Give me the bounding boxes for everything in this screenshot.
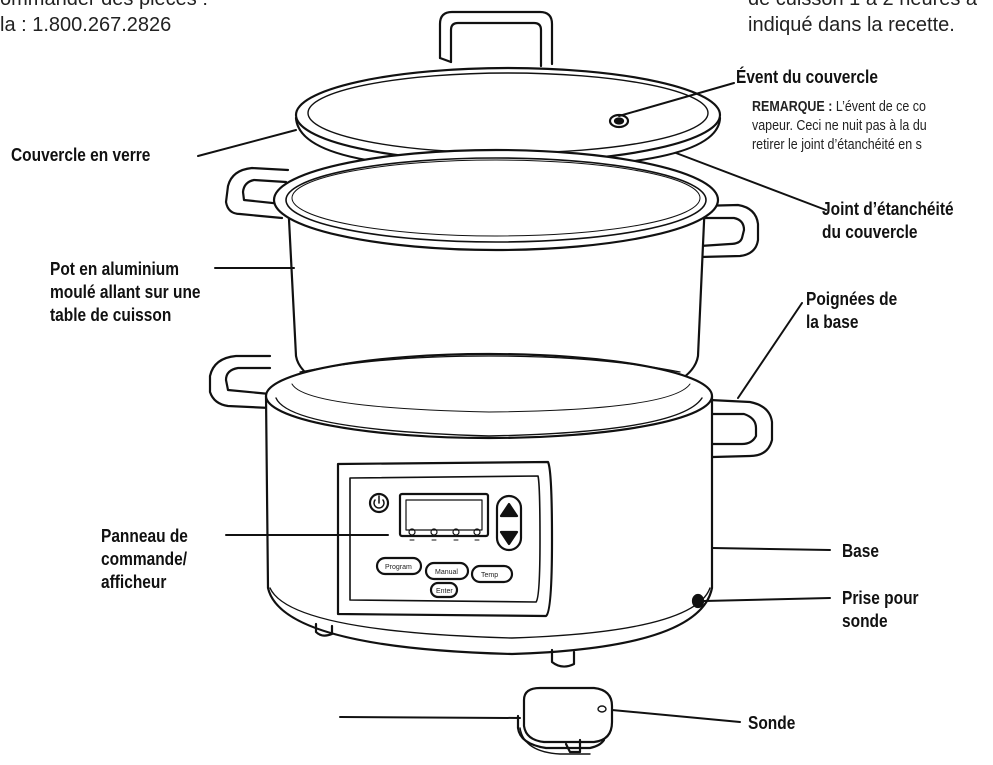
label-probe-jack: Prise pour sonde xyxy=(842,587,919,633)
note-line-3: retirer le joint d’étanchéité en s xyxy=(752,136,927,155)
label-probe-jack-line-2: sonde xyxy=(842,610,919,633)
manual-button-label: Manual xyxy=(435,569,458,576)
note-line-2: vapeur. Ceci ne nuit pas à la du xyxy=(752,117,927,136)
label-probe: Sonde xyxy=(748,712,795,735)
enter-button-label: Enter xyxy=(436,588,453,595)
label-lid-gasket-line-2: du couvercle xyxy=(822,221,954,244)
temp-button-label: Temp xyxy=(481,572,498,579)
label-pot-line-2: moulé allant sur une xyxy=(50,281,201,304)
label-lid-vent: Évent du couvercle xyxy=(736,66,878,89)
label-pot-line-1: Pot en aluminium xyxy=(50,258,201,281)
label-base-handles-line-2: la base xyxy=(806,311,897,334)
note-line-1: L’évent de ce co xyxy=(836,99,926,115)
lid-vent-note: REMARQUE : L’évent de ce co vapeur. Ceci… xyxy=(752,98,927,155)
note-heading: REMARQUE : xyxy=(752,99,832,115)
label-control-panel: Panneau de commande/ afficheur xyxy=(101,525,188,594)
program-button-label: Program xyxy=(385,564,412,571)
label-pot: Pot en aluminium moulé allant sur une ta… xyxy=(50,258,201,327)
label-base-handles: Poignées de la base xyxy=(806,288,897,334)
label-glass-lid: Couvercle en verre xyxy=(11,144,150,167)
label-lid-gasket: Joint d’étanchéité du couvercle xyxy=(822,198,954,244)
label-base-handles-line-1: Poignées de xyxy=(806,288,897,311)
label-control-panel-line-1: Panneau de xyxy=(101,525,188,548)
label-pot-line-3: table de cuisson xyxy=(50,304,201,327)
label-base: Base xyxy=(842,540,879,563)
label-probe-jack-line-1: Prise pour xyxy=(842,587,919,610)
label-control-panel-line-2: commande/ xyxy=(101,548,188,571)
label-lid-gasket-line-1: Joint d’étanchéité xyxy=(822,198,954,221)
label-control-panel-line-3: afficheur xyxy=(101,571,188,594)
